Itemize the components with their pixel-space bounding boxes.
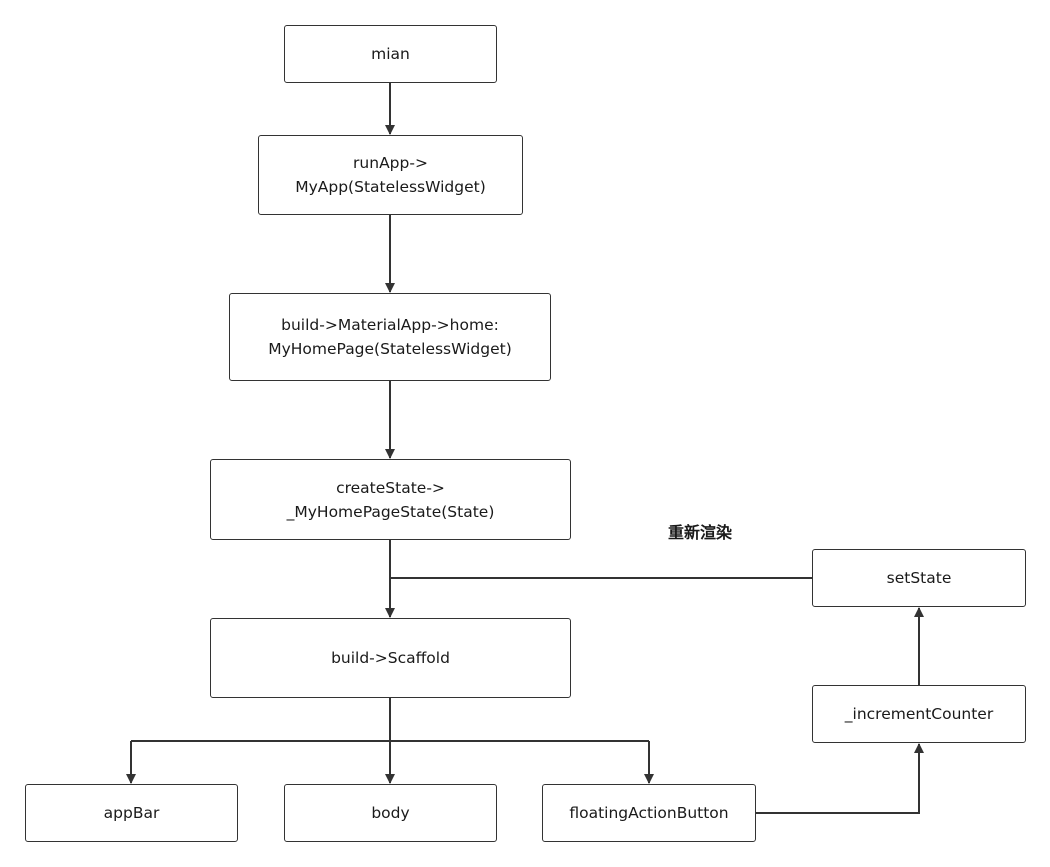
node-run-app-line-2: MyApp(StatelessWidget) bbox=[295, 178, 486, 196]
node-create-state-line-1: createState-> bbox=[336, 478, 445, 497]
node-floating-action-button-line-1: floatingActionButton bbox=[569, 804, 729, 822]
node-create-state-line-2: _MyHomePageState(State) bbox=[286, 502, 495, 521]
node-set-state-line-1: setState bbox=[886, 569, 952, 587]
node-run-app: runApp-> MyApp(StatelessWidget) bbox=[258, 135, 523, 215]
node-main-line-1: mian bbox=[371, 45, 410, 63]
node-build-material-app-line-1: build->MaterialApp->home: bbox=[281, 316, 499, 334]
node-run-app-line-1: runApp-> bbox=[353, 154, 428, 172]
edge-fab-to-increment bbox=[756, 743, 924, 814]
rerender-label: 重新渲染 bbox=[668, 523, 733, 542]
node-increment-counter: _incrementCounter bbox=[812, 685, 1026, 743]
node-body-line-1: body bbox=[371, 804, 410, 822]
node-app-bar: appBar bbox=[25, 784, 238, 842]
node-build-material-app: build->MaterialApp->home: MyHomePage(Sta… bbox=[229, 293, 551, 381]
node-set-state: setState bbox=[812, 549, 1026, 607]
node-floating-action-button: floatingActionButton bbox=[542, 784, 756, 842]
node-increment-counter-line-1: _incrementCounter bbox=[844, 705, 994, 723]
node-build-material-app-line-2: MyHomePage(StatelessWidget) bbox=[268, 340, 512, 358]
node-create-state: createState-> _MyHomePageState(State) bbox=[210, 459, 571, 540]
node-build-scaffold: build->Scaffold bbox=[210, 618, 571, 698]
node-app-bar-line-1: appBar bbox=[103, 804, 160, 822]
node-body: body bbox=[284, 784, 497, 842]
node-build-scaffold-line-1: build->Scaffold bbox=[331, 649, 450, 667]
node-main: mian bbox=[284, 25, 497, 83]
